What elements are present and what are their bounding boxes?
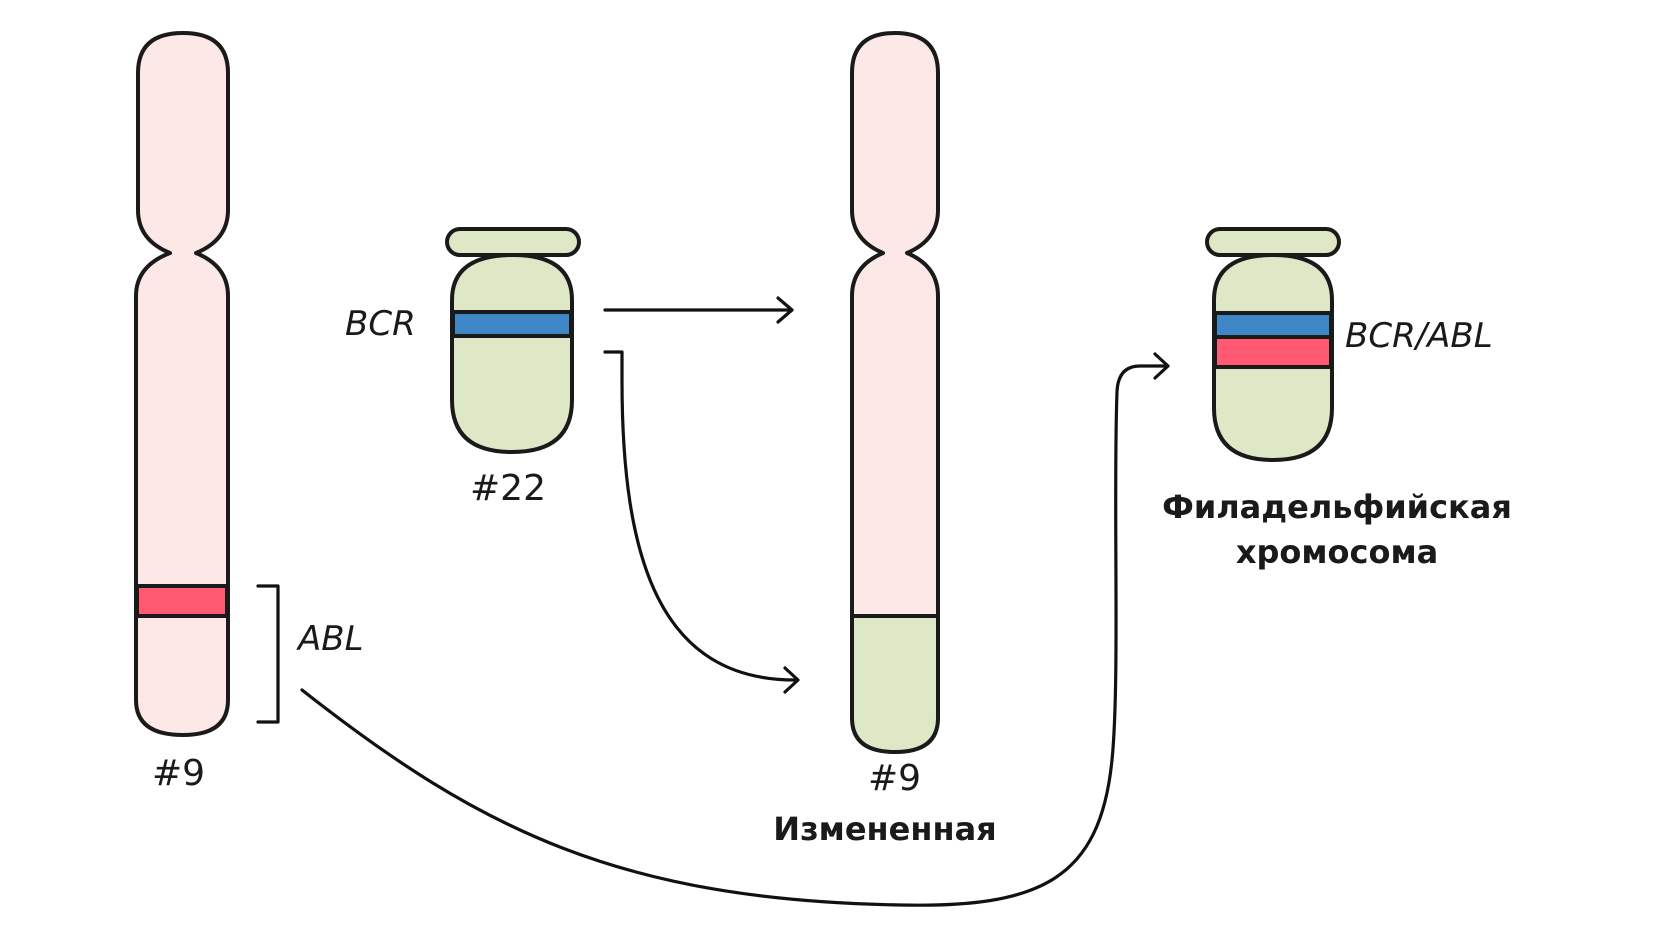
chromosome-9 — [134, 31, 230, 737]
bcr-band — [451, 310, 573, 338]
abl-label: ABL — [296, 619, 364, 659]
long-arrow-head — [1153, 352, 1170, 380]
long-arrow-line — [300, 364, 1167, 907]
arrow-22-segment-to-altered9 — [603, 350, 800, 694]
chromosome-22-number: #22 — [470, 468, 546, 509]
abl-band — [135, 584, 229, 618]
philadelphia-caption-line2: хромосома — [1236, 533, 1438, 571]
altered-9-green-part — [850, 614, 940, 754]
bcr-label: BCR — [345, 304, 416, 344]
philadelphia-chromosome — [1205, 227, 1341, 462]
curved-arrow-head — [783, 666, 800, 694]
philadelphia-caption-line1: Филадельфийская — [1162, 488, 1512, 526]
philadelphia-abl-band — [1213, 335, 1333, 369]
altered-9-number: #9 — [868, 758, 921, 799]
straight-arrow-head — [776, 296, 794, 324]
curved-arrow-line — [603, 350, 797, 682]
chromosome-9-body — [134, 31, 230, 737]
chromosome-22-body — [450, 253, 574, 454]
chromosome-9-number: #9 — [152, 753, 205, 794]
philadelphia-cap — [1205, 227, 1341, 257]
abl-bracket — [256, 584, 280, 724]
altered-9-caption: Измененная — [773, 810, 996, 848]
altered-chromosome-9 — [850, 31, 940, 754]
chromosome-22-cap — [445, 227, 581, 257]
altered-9-pink-part — [850, 31, 940, 618]
arrow-22-to-altered9 — [603, 296, 794, 324]
philadelphia-bcr-band — [1213, 311, 1333, 339]
bcr-abl-label: BCR/ABL — [1345, 316, 1493, 356]
arrow-abl-to-philadelphia — [300, 352, 1170, 907]
chromosome-22 — [445, 227, 581, 454]
